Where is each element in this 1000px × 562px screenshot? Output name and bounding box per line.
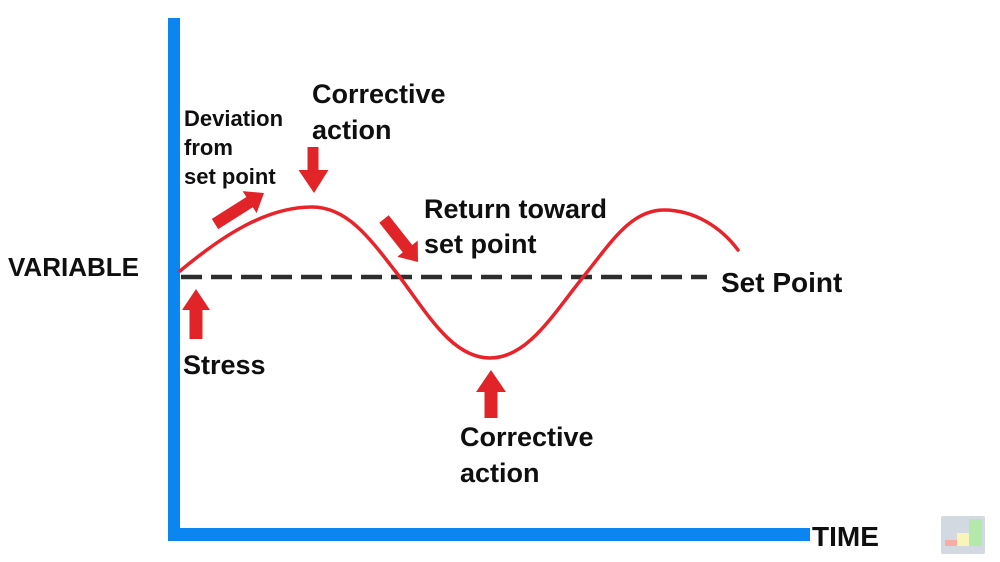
label-line: Corrective bbox=[460, 422, 594, 452]
x-axis bbox=[168, 528, 810, 541]
label-line: Corrective bbox=[312, 79, 446, 109]
label-line: from bbox=[184, 135, 233, 160]
label-line: action bbox=[312, 115, 392, 145]
label-line: Return toward bbox=[424, 194, 608, 224]
logo-yellow-bar bbox=[957, 533, 969, 546]
corrective-action-top-arrow-icon bbox=[298, 147, 329, 193]
label-line: action bbox=[460, 458, 540, 488]
return-toward-set-point-label: Return toward set point bbox=[424, 192, 607, 262]
corrective-action-bottom-arrow-icon bbox=[476, 370, 506, 418]
variable-curve bbox=[178, 205, 740, 360]
logo-green-bar bbox=[969, 519, 982, 546]
set-point-label: Set Point bbox=[721, 267, 843, 298]
x-axis-label: TIME bbox=[812, 521, 879, 552]
deviation-arrow-icon bbox=[211, 191, 264, 230]
logo-red-bar bbox=[945, 540, 957, 546]
y-axis bbox=[168, 18, 180, 541]
deviation-from-set-point-label: Deviation from set point bbox=[184, 104, 283, 191]
stress-label: Stress bbox=[183, 350, 266, 380]
stress-arrow-icon bbox=[182, 289, 210, 339]
corrective-action-top-label: Corrective action bbox=[312, 76, 446, 148]
return-arrow-icon bbox=[379, 215, 418, 262]
y-axis-label: VARIABLE bbox=[8, 252, 139, 282]
corrective-action-bottom-label: Corrective action bbox=[460, 419, 594, 491]
label-line: Deviation bbox=[184, 106, 284, 131]
label-line: set point bbox=[424, 229, 537, 259]
bar-chart-logo bbox=[941, 516, 985, 554]
label-line: set point bbox=[184, 164, 276, 189]
